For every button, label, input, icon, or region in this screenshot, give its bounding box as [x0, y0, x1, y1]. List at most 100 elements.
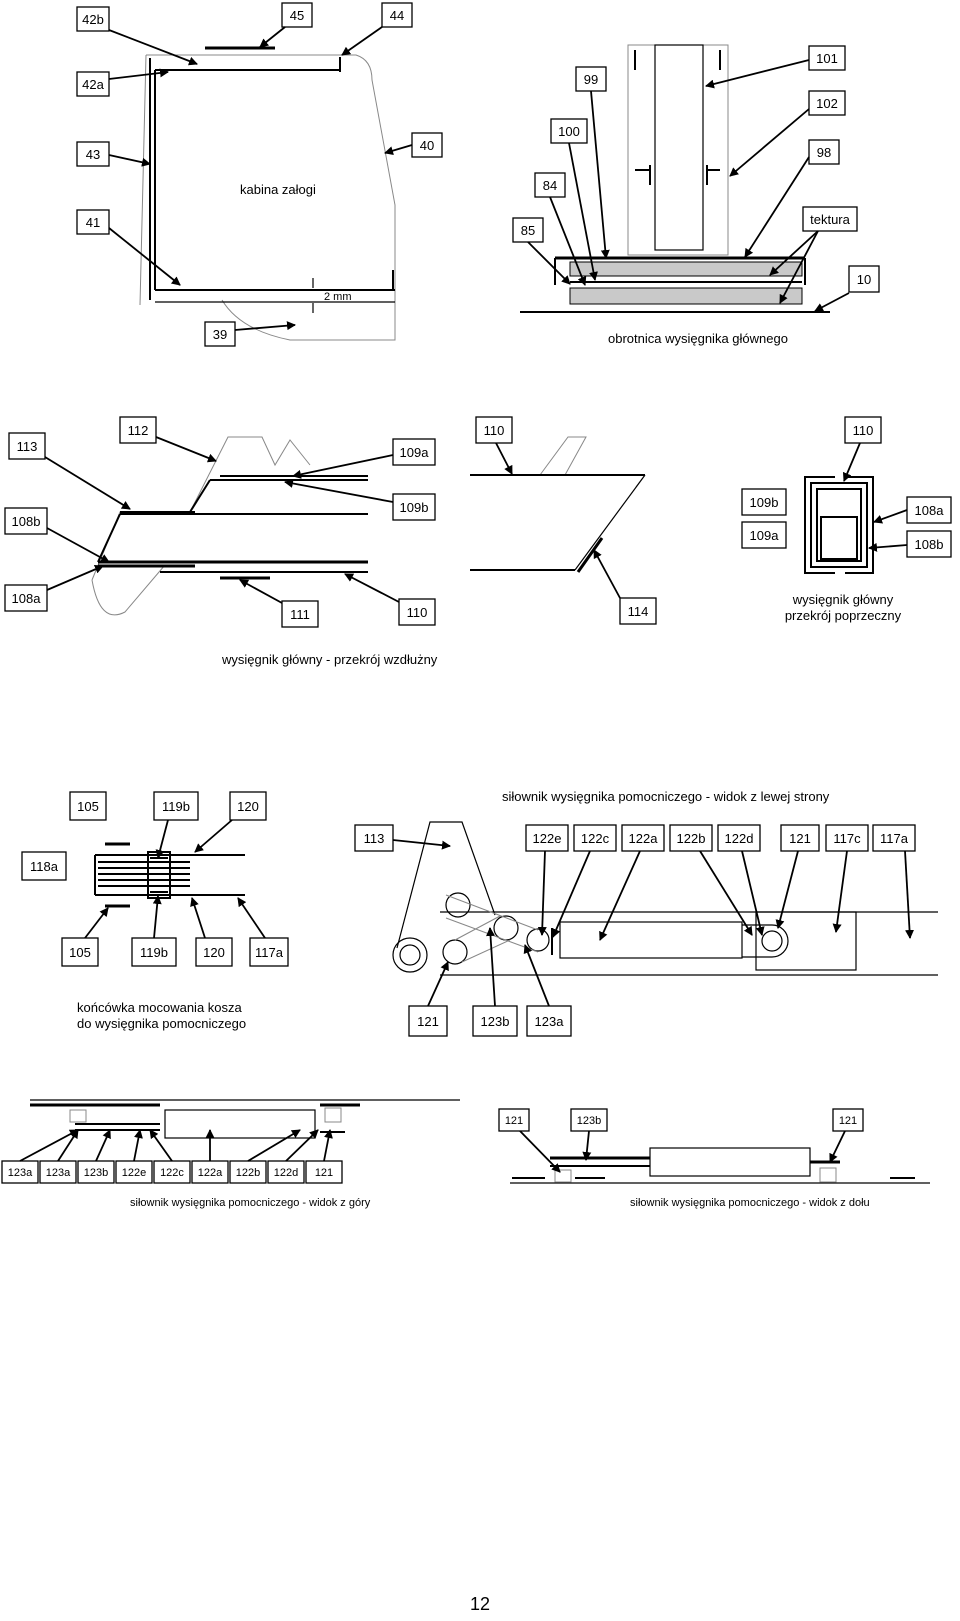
svg-text:111: 111 [290, 607, 310, 622]
svg-text:121: 121 [789, 831, 811, 846]
svg-text:39: 39 [213, 327, 227, 342]
callout-117a-left: 117a [237, 897, 289, 967]
callout-122d: 122d [717, 824, 765, 936]
svg-text:117a: 117a [880, 831, 909, 846]
svg-text:122d: 122d [274, 1167, 298, 1179]
callout-109a: 109a [292, 438, 436, 479]
dimension-label: 2 mm [324, 291, 352, 303]
callout-10: 10 [814, 265, 880, 312]
svg-text:117a: 117a [255, 945, 284, 960]
svg-text:110: 110 [407, 605, 428, 620]
callout-40: 40 [384, 132, 443, 158]
svg-text:122c: 122c [581, 831, 610, 846]
figure-main-boom-longitudinal: wysięgnik główny - przekrój wzdłużny 113… [4, 416, 438, 667]
svg-text:105: 105 [77, 799, 99, 814]
svg-text:41: 41 [86, 215, 100, 230]
svg-text:109a: 109a [400, 445, 430, 460]
callout-118a: 118a [21, 851, 67, 881]
callout-122e: 122e [525, 824, 569, 936]
callout-113: 113 [8, 432, 131, 510]
callout-113-left: 113 [354, 824, 451, 852]
figure-boom-end: 110 114 [470, 416, 657, 625]
callout-102: 102 [729, 90, 846, 177]
turntable-drawing [520, 44, 830, 313]
svg-text:110: 110 [484, 423, 505, 438]
basket-mount-caption-2: do wysięgnika pomocniczego [77, 1016, 246, 1031]
svg-text:105: 105 [69, 945, 91, 960]
callout-109b: 109b [284, 479, 436, 521]
svg-text:102: 102 [816, 96, 838, 111]
svg-text:122d: 122d [725, 831, 754, 846]
basket-mount-drawing [94, 842, 245, 908]
svg-text:117c: 117c [833, 831, 861, 846]
turntable-caption: obrotnica wysięgnika głównego [608, 331, 788, 346]
svg-text:98: 98 [817, 145, 831, 160]
callout-119b-top: 119b [153, 791, 199, 859]
callout-top-122d-7: 122d [267, 1129, 319, 1184]
callout-top-123a-0: 123a [1, 1129, 79, 1184]
callout-98: 98 [744, 139, 840, 258]
callout-39: 39 [204, 321, 296, 347]
callout-42a: 42a [76, 68, 169, 97]
svg-text:109a: 109a [750, 528, 780, 543]
svg-text:123a: 123a [46, 1167, 71, 1179]
svg-text:118a: 118a [30, 859, 59, 874]
figure-aux-boom-cylinder-bottom: siłownik wysięgnika pomocniczego - widok… [498, 1108, 930, 1209]
longitudinal-drawing [91, 436, 368, 616]
callout-44: 44 [341, 2, 413, 56]
svg-text:10: 10 [857, 272, 871, 287]
callout-top-122e-3: 122e [115, 1129, 153, 1184]
svg-text:112: 112 [128, 423, 149, 438]
callout-121-bottom-a: 121 [498, 1108, 561, 1173]
callout-108a: 108a [4, 565, 104, 612]
callout-108b: 108b [4, 507, 110, 563]
svg-text:99: 99 [584, 72, 598, 87]
svg-text:121: 121 [315, 1167, 333, 1179]
callout-111: 111 [239, 579, 319, 628]
svg-text:123a: 123a [8, 1167, 33, 1179]
callout-117c: 117c [825, 824, 869, 933]
svg-text:119b: 119b [162, 799, 190, 814]
callout-top-123b-2: 123b [77, 1129, 115, 1184]
svg-text:122a: 122a [198, 1167, 223, 1179]
svg-text:113: 113 [364, 831, 385, 846]
svg-text:122a: 122a [629, 831, 659, 846]
callout-108b-cross: 108b [868, 530, 952, 558]
callout-41: 41 [76, 209, 181, 286]
svg-text:42a: 42a [82, 77, 104, 92]
svg-text:123b: 123b [481, 1014, 510, 1029]
callout-top-123a-1: 123a [39, 1129, 79, 1184]
figure-aux-boom-cylinder-left: siłownik wysięgnika pomocniczego - widok… [354, 789, 938, 1037]
svg-text:108b: 108b [12, 514, 41, 529]
svg-text:122e: 122e [533, 831, 562, 846]
bottom-view-caption: siłownik wysięgnika pomocniczego - widok… [630, 1197, 870, 1209]
callout-123a-left: 123a [523, 944, 572, 1037]
svg-text:119b: 119b [140, 945, 168, 960]
callout-121-bottom-left: 121 [408, 961, 449, 1037]
callout-43: 43 [76, 141, 151, 167]
callout-101: 101 [705, 45, 846, 89]
callout-105-bottom: 105 [61, 907, 109, 967]
top-view-drawing [30, 1099, 460, 1139]
callout-top-122b-6: 122b [229, 1129, 301, 1184]
callout-120-bottom: 120 [190, 897, 233, 967]
callout-114: 114 [593, 549, 657, 625]
callout-122b: 122b [669, 824, 753, 936]
callout-122c: 122c [552, 824, 617, 938]
left-view-title: siłownik wysięgnika pomocniczego - widok… [502, 789, 830, 804]
callout-110-end: 110 [475, 416, 513, 475]
callout-84: 84 [534, 172, 587, 286]
callout-99: 99 [575, 66, 610, 259]
svg-text:123b: 123b [577, 1115, 601, 1127]
page-number: 12 [469, 1594, 491, 1614]
longitudinal-caption: wysięgnik główny - przekrój wzdłużny [221, 652, 438, 667]
svg-text:108a: 108a [915, 503, 945, 518]
svg-text:101: 101 [816, 51, 838, 66]
svg-text:123b: 123b [84, 1167, 108, 1179]
svg-text:122e: 122e [122, 1167, 146, 1179]
figure-aux-boom-cylinder-top: siłownik wysięgnika pomocniczego - widok… [1, 1099, 460, 1209]
left-view-drawing [392, 821, 938, 976]
boom-end-drawing [470, 436, 646, 573]
svg-text:tektura: tektura [810, 212, 851, 227]
